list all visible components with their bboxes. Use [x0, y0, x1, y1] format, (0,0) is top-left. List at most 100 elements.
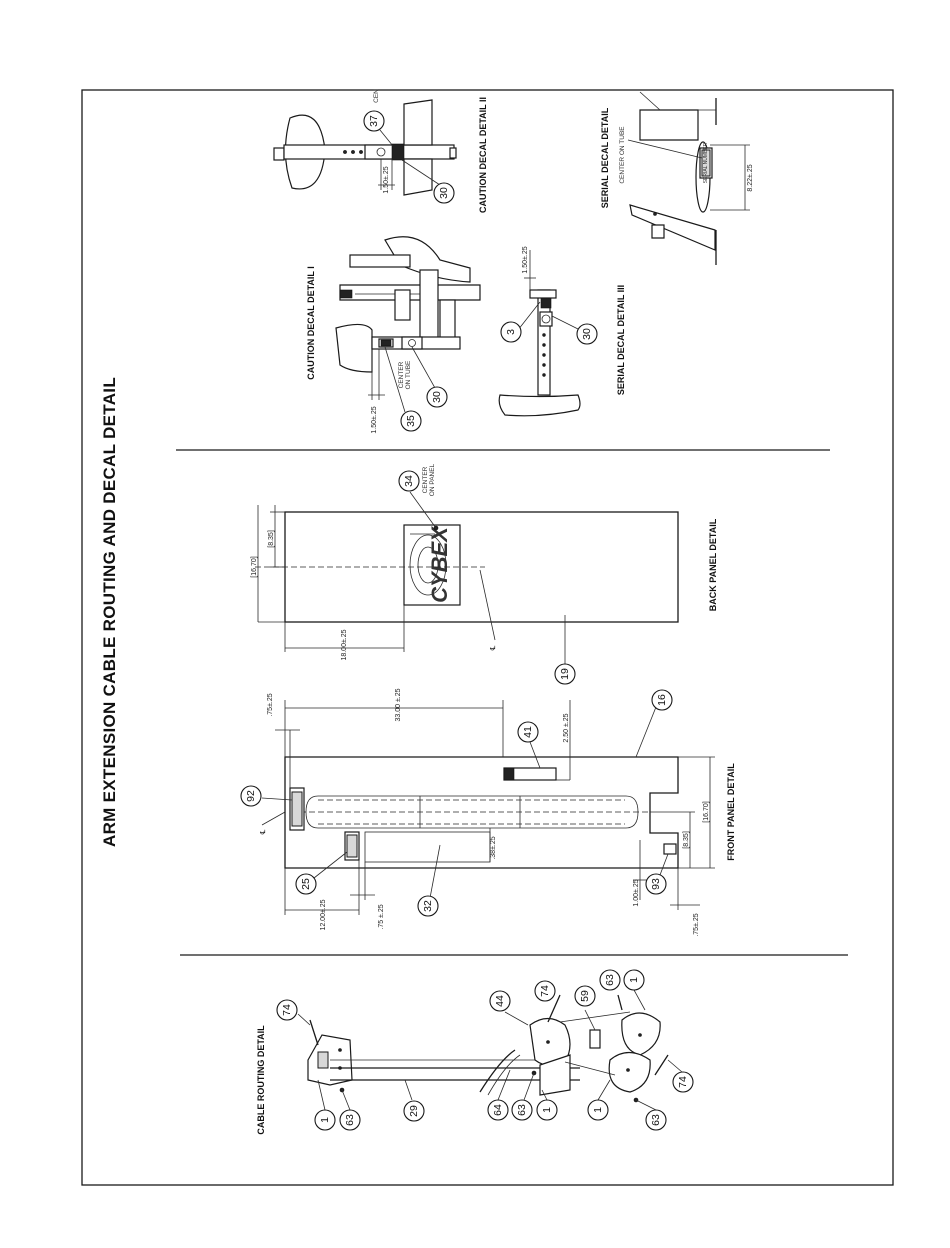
- dim-38: .38±.25: [490, 836, 497, 859]
- dim-75-a: .75±.25: [267, 693, 274, 716]
- view-label-caution-1: CAUTION DECAL DETAIL I: [306, 266, 316, 380]
- callout-64: 64: [487, 1099, 509, 1121]
- svg-text:16: 16: [656, 694, 668, 706]
- svg-text:1: 1: [628, 977, 640, 983]
- svg-text:63: 63: [650, 1114, 662, 1126]
- svg-text:35: 35: [405, 415, 417, 427]
- dim-75-c: .75±.25: [693, 913, 700, 936]
- note-center-panel-1: CENTER: [422, 466, 429, 493]
- svg-text:92: 92: [245, 790, 257, 802]
- note-center-tube-2: ON TUBE: [405, 360, 412, 389]
- svg-text:74: 74: [539, 985, 551, 997]
- callout-63: 63: [599, 969, 621, 991]
- view-label-front-panel: FRONT PANEL DETAIL: [726, 763, 736, 861]
- dim-1-00: 1.00±.25: [633, 879, 640, 906]
- svg-text:25: 25: [300, 878, 312, 890]
- callout-59: 59: [574, 985, 596, 1007]
- svg-text:59: 59: [579, 990, 591, 1002]
- note-cutoff: CEN: [373, 89, 380, 103]
- callout-35: 35: [400, 410, 422, 432]
- dim-8-22: 8.22±.25: [747, 164, 754, 191]
- svg-text:3: 3: [505, 329, 517, 335]
- callout-30: 30: [576, 323, 598, 345]
- dim-18-00: 18.00±.25: [341, 629, 348, 660]
- serial-decal-detail: SERIAL NUMBER 8.22±.25 CENTER ON TUBE SE…: [600, 91, 754, 265]
- callout-93: 93: [645, 873, 667, 895]
- callout-92: 92: [240, 785, 262, 807]
- svg-text:74: 74: [677, 1076, 689, 1088]
- dim-12-00: 12.00±.25: [320, 899, 327, 930]
- svg-text:30: 30: [581, 328, 593, 340]
- centerline-back: ℄: [490, 645, 497, 651]
- view-label-cable-routing: CABLE ROUTING DETAIL: [256, 1025, 266, 1135]
- caution-decal-detail-i: 1.50±.25 CENTER ON TUBE CAUTION DECAL DE…: [306, 236, 481, 434]
- svg-text:30: 30: [438, 187, 450, 199]
- callout-1: 1: [536, 1099, 558, 1121]
- view-label-back-panel: BACK PANEL DETAIL: [708, 518, 718, 611]
- note-center-tube-1: CENTER: [398, 361, 405, 388]
- callout-37: 37: [363, 110, 385, 132]
- cable-routing-detail: CABLE ROUTING DETAIL: [256, 989, 683, 1135]
- dim-1-50-b: 1.50±.25: [371, 406, 378, 433]
- callout-74: 74: [276, 999, 298, 1021]
- view-label-serial-2: SERIAL DECAL DETAIL: [600, 107, 610, 208]
- note-center-panel-2: ON PANEL: [429, 463, 436, 496]
- svg-text:30: 30: [431, 391, 443, 403]
- callout-25: 25: [295, 873, 317, 895]
- callout-63: 63: [645, 1109, 667, 1131]
- callout-34: 34: [398, 470, 420, 492]
- dim-16-70-a: [16.70]: [703, 801, 710, 822]
- note-center-tube-serial: CENTER ON TUBE: [619, 126, 626, 184]
- dim-8-35-a: [8.35]: [683, 831, 690, 849]
- callout-3: 3: [500, 321, 522, 343]
- dim-8-35-b: [8.35]: [268, 530, 275, 548]
- callout-30: 30: [426, 386, 448, 408]
- svg-text:37: 37: [368, 115, 380, 127]
- svg-text:44: 44: [494, 995, 506, 1007]
- svg-text:63: 63: [516, 1104, 528, 1116]
- callout-32: 32: [417, 895, 439, 917]
- callout-1: 1: [314, 1109, 336, 1131]
- dim-33-00: 33.00 ±.25: [395, 688, 402, 721]
- svg-text:29: 29: [408, 1105, 420, 1117]
- callout-63: 63: [511, 1099, 533, 1121]
- dim-1-50-c: 1.50±.25: [522, 246, 529, 273]
- callout-41: 41: [517, 721, 539, 743]
- dim-1-50-a: 1.50±.25: [383, 166, 390, 193]
- dim-2-50: 2.50 ±.25: [563, 713, 570, 742]
- callout-1: 1: [587, 1099, 609, 1121]
- svg-text:1: 1: [592, 1107, 604, 1113]
- callout-19: 19: [554, 663, 576, 685]
- front-panel-detail: 33.00 ±.25 .75±.25 2.50 ±.25 [16.70] [8.…: [260, 688, 736, 936]
- serial-decal-detail-iii: 1.50±.25 SERIAL DECAL DETAIL III: [498, 246, 626, 417]
- callout-29: 29: [403, 1100, 425, 1122]
- callout-74: 74: [672, 1071, 694, 1093]
- svg-text:19: 19: [559, 668, 571, 680]
- callout-16: 16: [651, 689, 673, 711]
- caution-decal-detail-ii: 1.50±.25 CEN CAUTION DECAL DETAIL II: [273, 89, 488, 213]
- page-title: ARM EXTENSION CABLE ROUTING AND DECAL DE…: [100, 377, 119, 847]
- svg-text:1: 1: [319, 1117, 331, 1123]
- callout-74: 74: [534, 980, 556, 1002]
- callout-44: 44: [489, 990, 511, 1012]
- svg-text:63: 63: [604, 974, 616, 986]
- cybex-logo-decal: CYBEX: [427, 526, 452, 603]
- svg-text:41: 41: [522, 726, 534, 738]
- sheet-border: [81, 89, 894, 1186]
- back-panel-detail: CYBEX [16.70] [8.35] 18.00±.25 ℄ CENTER …: [251, 463, 718, 670]
- svg-text:74: 74: [281, 1004, 293, 1016]
- centerline-front: ℄: [260, 829, 267, 835]
- svg-text:63: 63: [344, 1114, 356, 1126]
- callout-63: 63: [339, 1109, 361, 1131]
- dim-75-b: .75 ±.25: [378, 904, 385, 929]
- svg-text:1: 1: [541, 1107, 553, 1113]
- svg-text:34: 34: [403, 475, 415, 487]
- svg-text:32: 32: [422, 900, 434, 912]
- dim-16-70-b: [16.70]: [251, 556, 258, 577]
- view-label-serial-3: SERIAL DECAL DETAIL III: [616, 285, 626, 395]
- svg-text:64: 64: [492, 1104, 504, 1116]
- serial-decal-text: SERIAL NUMBER: [703, 142, 709, 183]
- svg-text:93: 93: [650, 878, 662, 890]
